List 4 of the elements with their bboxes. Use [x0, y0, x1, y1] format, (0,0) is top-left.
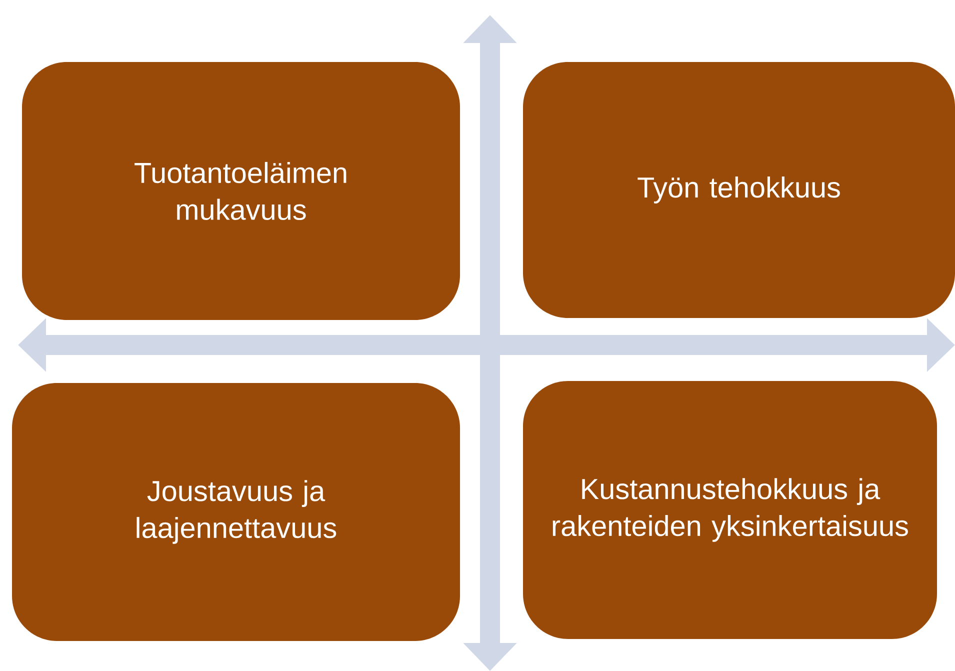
rounded-box: Tuotantoeläimen mukavuus — [22, 62, 460, 320]
rounded-box: Kustannustehokkuus ja rakenteiden yksinkertaisuus — [523, 380, 937, 639]
rounded-box: Joustavuus ja laajennettavuus — [12, 382, 460, 641]
rounded-box: Työn tehokkuus — [523, 62, 955, 318]
